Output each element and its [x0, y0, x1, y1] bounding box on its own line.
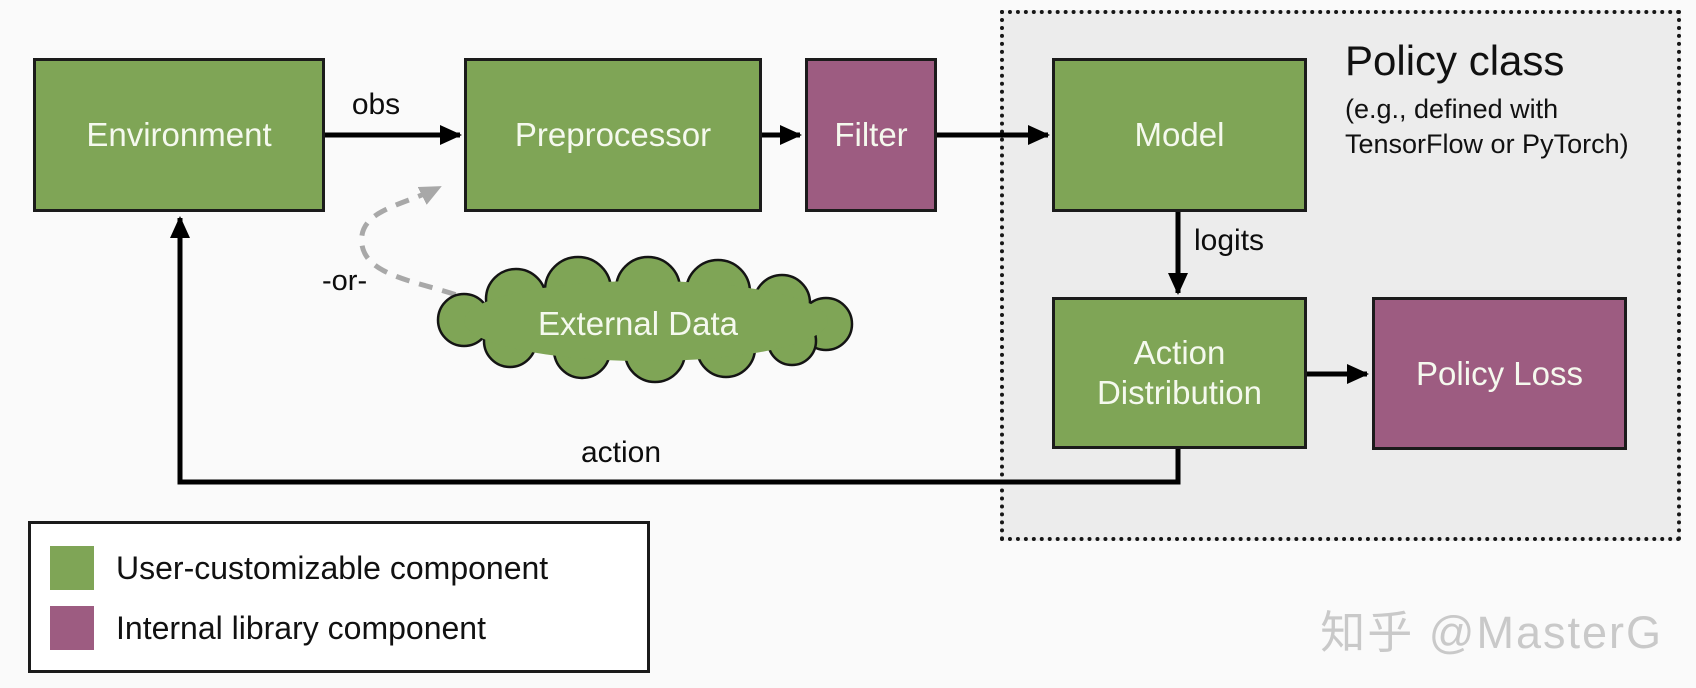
node-filter: Filter	[805, 58, 937, 212]
node-environment: Environment	[33, 58, 325, 212]
policy-class-subtitle-line1: (e.g., defined with	[1345, 94, 1559, 124]
legend-box: User-customizable component Internal lib…	[28, 521, 650, 673]
watermark-text: 知乎 @MasterG	[1320, 607, 1663, 658]
edge-label-or: -or-	[322, 265, 368, 297]
legend-swatch-green	[50, 546, 94, 590]
node-policy-loss-label: Policy Loss	[1416, 354, 1583, 392]
edge-label-obs: obs	[351, 88, 401, 121]
node-policy-loss: Policy Loss	[1372, 297, 1627, 450]
legend-label-user-customizable: User-customizable component	[116, 549, 549, 586]
edge-label-logits: logits	[1194, 224, 1265, 257]
policy-class-subtitle: (e.g., defined with TensorFlow or PyTorc…	[1345, 92, 1629, 162]
legend-item-user-customizable: User-customizable component	[50, 546, 548, 590]
legend-item-internal-library: Internal library component	[50, 606, 486, 650]
node-action-distribution: Action Distribution	[1052, 297, 1307, 449]
node-model-label: Model	[1134, 116, 1225, 153]
policy-class-subtitle-line2: TensorFlow or PyTorch)	[1345, 129, 1629, 159]
node-environment-label: Environment	[86, 116, 272, 153]
dashed-or-curve	[359, 184, 480, 306]
edge-label-action: action	[580, 436, 662, 469]
legend-label-internal-library: Internal library component	[116, 609, 486, 646]
external-data-label: External Data	[538, 305, 738, 342]
policy-class-title: Policy class	[1345, 37, 1565, 84]
node-preprocessor: Preprocessor	[464, 58, 762, 212]
legend-swatch-purple	[50, 606, 94, 650]
node-model: Model	[1052, 58, 1307, 212]
node-preprocessor-label: Preprocessor	[514, 116, 712, 153]
node-action-distribution-label: Action Distribution	[1096, 334, 1263, 411]
node-filter-label: Filter	[834, 116, 908, 153]
